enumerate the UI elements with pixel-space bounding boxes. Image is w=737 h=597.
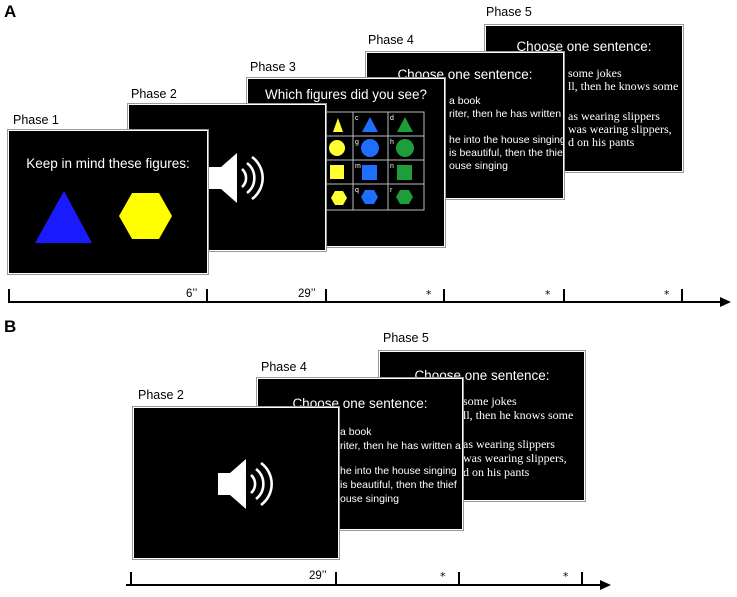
panel-b-letter: B [4, 317, 17, 336]
phase5-line: as wearing slippers [463, 437, 555, 451]
grid-yellow-square [330, 165, 344, 179]
phase5-line: d on his pants [463, 465, 530, 479]
phase5-line: ll, then he knows some [568, 79, 679, 93]
grid-letter: h [390, 139, 394, 146]
phase4-line: is beautiful, then the thief [340, 479, 457, 491]
phase1-screen: Keep in mind these figures: [8, 130, 208, 274]
phase5-line: some jokes [463, 394, 517, 408]
grid-letter: g [355, 139, 359, 146]
yellow-hexagon [119, 193, 172, 239]
phase5-line: was wearing slippers, [463, 451, 567, 465]
phase4-label: Phase 4 [368, 33, 414, 47]
phase2-label: Phase 2 [131, 87, 177, 101]
grid-yellow-circle [329, 140, 345, 156]
phase2-screen [133, 407, 339, 559]
grid-blue-triangle [362, 117, 378, 132]
phase3-title: Which figures did you see? [264, 87, 428, 102]
blue-triangle [35, 191, 92, 243]
speaker-icon [218, 459, 273, 509]
phase5-line: d on his pants [568, 135, 635, 149]
grid-green-triangle [397, 117, 413, 132]
timeline-a-label: 6’’ [186, 288, 198, 300]
grid-green-hexagon [396, 190, 413, 204]
grid-yellow-triangle [333, 118, 343, 132]
phase4-line: is beautiful, then the thief [449, 147, 564, 159]
grid-blue-square [362, 165, 377, 180]
phase5-title: Choose one sentence: [516, 39, 652, 54]
timeline-a-label: * [426, 288, 432, 301]
timeline-b [126, 572, 611, 590]
phase3-label: Phase 3 [250, 60, 296, 74]
phase4-line: a book [449, 95, 481, 107]
phase2-label: Phase 2 [138, 388, 184, 402]
timeline-a-label: * [664, 288, 670, 301]
phase5-label: Phase 5 [383, 331, 429, 345]
phase5-line: ll, then he knows some [463, 408, 574, 422]
grid-letter: n [390, 163, 394, 170]
grid-blue-hexagon [361, 190, 378, 204]
timeline-b-label: * [440, 570, 446, 583]
phase4-line: he into the house singing [449, 134, 564, 146]
phase4-line: riter, then he has written a [449, 108, 564, 120]
grid-letter: r [390, 187, 393, 194]
phase4-label: Phase 4 [261, 360, 307, 374]
phase5-line: was wearing slippers, [568, 122, 672, 136]
phase4-line: ouse singing [340, 493, 399, 505]
timeline-a-label: * [545, 288, 551, 301]
phase4-line: he into the house singing [340, 465, 457, 477]
phase1-label: Phase 1 [13, 113, 59, 127]
panel-a-letter: A [4, 2, 17, 21]
grid-blue-circle [361, 139, 379, 157]
grid-green-square [397, 165, 412, 180]
phase4-line: a book [340, 426, 372, 438]
timeline-a-label: 29’’ [298, 288, 316, 300]
grid-yellow-hexagon [331, 191, 347, 205]
grid-letter: c [355, 115, 359, 122]
figure-grid: c d g h m n q r [317, 111, 425, 211]
speaker-icon [209, 153, 264, 203]
grid-letter: q [355, 187, 359, 194]
timeline-b-label: * [563, 570, 569, 583]
timeline-b-label: 29’’ [309, 570, 327, 582]
phase5-line: some jokes [568, 66, 622, 80]
phase4-line: riter, then he has written a [340, 440, 461, 452]
grid-letter: m [355, 163, 361, 170]
phase5-label: Phase 5 [486, 5, 532, 19]
grid-green-circle [396, 139, 414, 157]
grid-letter: d [390, 115, 394, 122]
timeline-a [8, 289, 731, 307]
phase4-line: ouse singing [449, 160, 508, 172]
phase5-line: as wearing slippers [568, 109, 660, 123]
phase1-title: Keep in mind these figures: [26, 156, 190, 171]
